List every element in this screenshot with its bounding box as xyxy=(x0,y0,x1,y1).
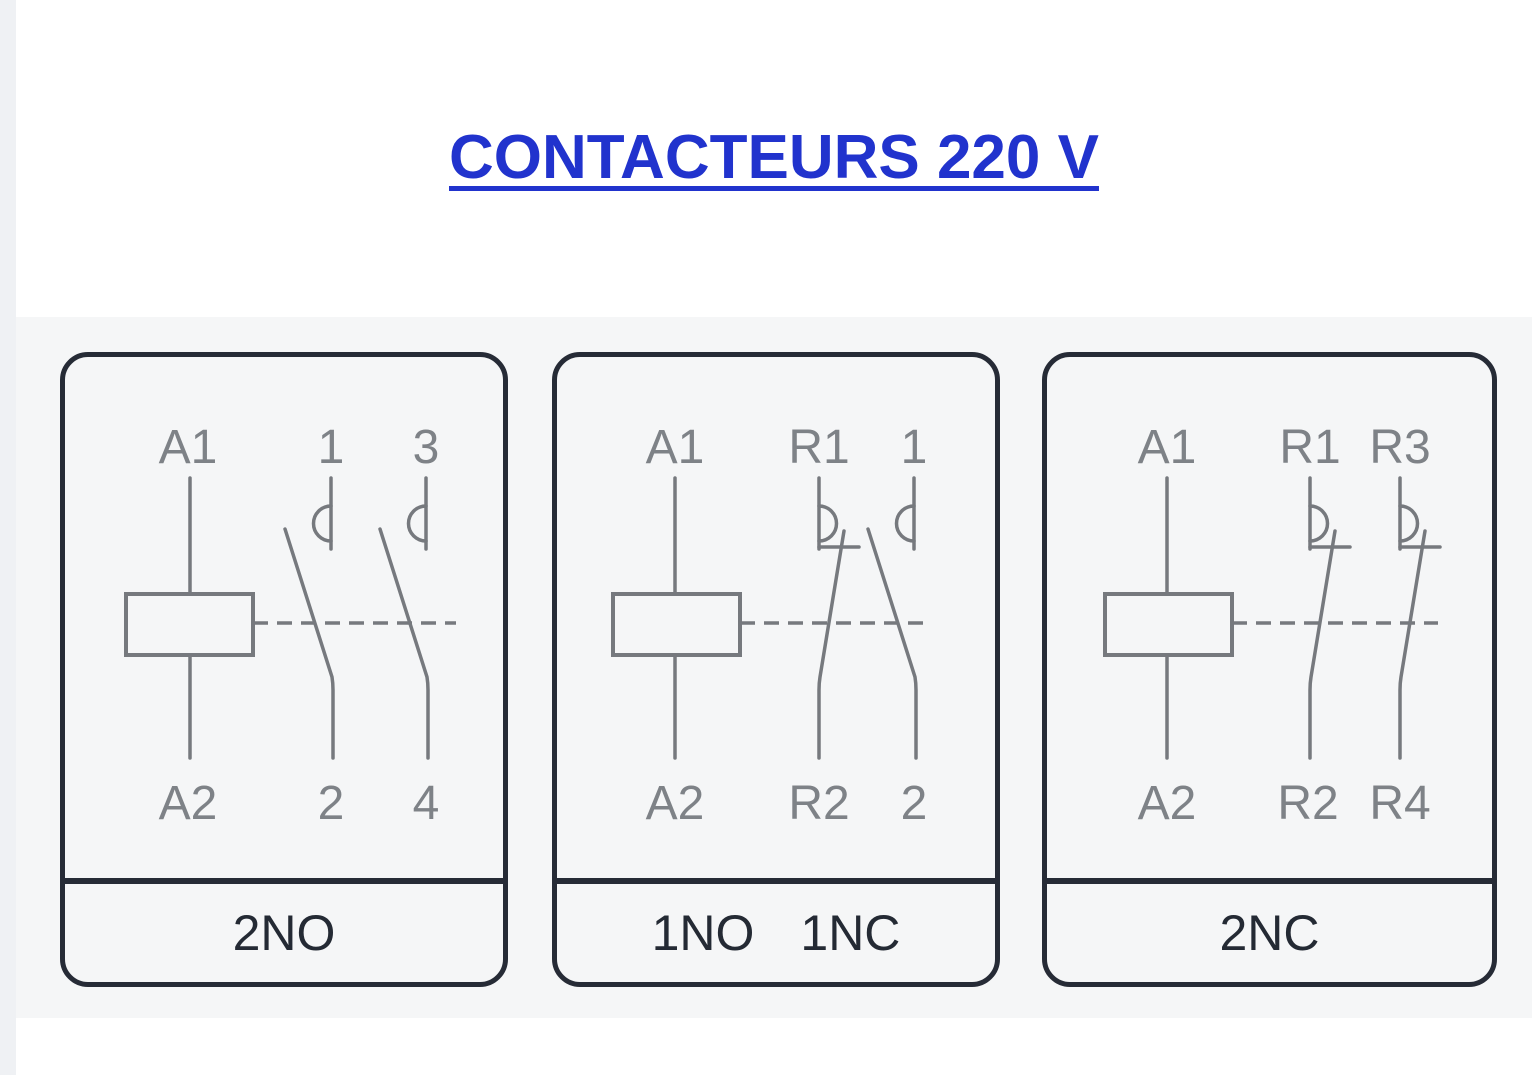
contact-arm xyxy=(1398,529,1427,760)
terminal-label: R1 xyxy=(788,421,849,474)
terminal-label: 1 xyxy=(318,421,345,474)
terminal-label: 1 xyxy=(901,421,928,474)
card-caption: 1NO 1NC xyxy=(557,878,995,982)
contact-arm xyxy=(817,529,846,760)
contact-arm xyxy=(378,527,430,760)
card-caption: 2NC xyxy=(1047,878,1492,982)
terminal-label: R2 xyxy=(1277,777,1338,830)
terminal-label: A1 xyxy=(159,421,218,474)
contact-arm xyxy=(866,527,918,760)
terminal-label: R3 xyxy=(1369,421,1430,474)
coil-symbol: A1 A2 xyxy=(124,421,456,830)
caption-text: 2NC xyxy=(1219,905,1320,961)
caption-text: 1NO xyxy=(651,905,755,961)
nc-fixed-contact-arc xyxy=(1308,504,1330,543)
schematic-1no-1nc: A1 A2 R1 R2 1 2 xyxy=(611,421,931,830)
terminal-label: A1 xyxy=(1138,421,1197,474)
terminal-label: A2 xyxy=(159,777,218,830)
diagram-panel xyxy=(16,317,1532,1018)
contactor-card-1no-1nc: A1 A2 R1 R2 1 2 xyxy=(552,352,1000,987)
nc-contact-pole-1: R1 R2 xyxy=(1277,421,1352,830)
terminal-label: R2 xyxy=(788,777,849,830)
terminal-label: A2 xyxy=(646,777,705,830)
terminal-label: A2 xyxy=(1138,777,1197,830)
terminal-label: R1 xyxy=(1279,421,1340,474)
page-title: CONTACTEURS 220 V xyxy=(449,123,1099,192)
nc-fixed-contact-arc xyxy=(1398,504,1420,543)
terminal-label: 2 xyxy=(901,777,928,830)
terminal-label: R4 xyxy=(1369,777,1430,830)
schematic-2nc: A1 A2 R1 R2 R3 R4 xyxy=(1103,421,1442,830)
contactor-card-2nc: A1 A2 R1 R2 R3 R4 xyxy=(1042,352,1497,987)
no-contact-pole-2: 3 4 xyxy=(378,421,440,830)
no-contact-pole-1: 1 2 xyxy=(283,421,345,830)
no-fixed-contact-arc xyxy=(406,504,428,543)
card-caption: 2NO xyxy=(65,878,503,982)
terminal-label: A1 xyxy=(646,421,705,474)
caption-text: 1NC xyxy=(800,905,901,961)
no-contact-pole-2: 1 2 xyxy=(866,421,928,830)
no-fixed-contact-arc xyxy=(894,504,916,543)
left-margin-strip xyxy=(0,0,16,1075)
coil-symbol: A1 A2 xyxy=(611,421,931,830)
nc-contact-pole-2: R3 R4 xyxy=(1369,421,1442,830)
contact-arm xyxy=(283,527,335,760)
terminal-label: 4 xyxy=(413,777,440,830)
terminal-label: 2 xyxy=(318,777,345,830)
nc-contact-pole-1: R1 R2 xyxy=(788,421,861,830)
caption-text: 2NO xyxy=(232,905,336,961)
coil-symbol: A1 A2 xyxy=(1103,421,1438,830)
schematic-2no: A1 A2 1 2 3 4 xyxy=(124,421,456,830)
no-fixed-contact-arc xyxy=(311,504,333,543)
contact-arm xyxy=(1308,529,1337,760)
nc-fixed-contact-arc xyxy=(817,504,839,543)
contactor-card-2no: A1 A2 1 2 3 4 2NO xyxy=(60,352,508,987)
terminal-label: 3 xyxy=(413,421,440,474)
